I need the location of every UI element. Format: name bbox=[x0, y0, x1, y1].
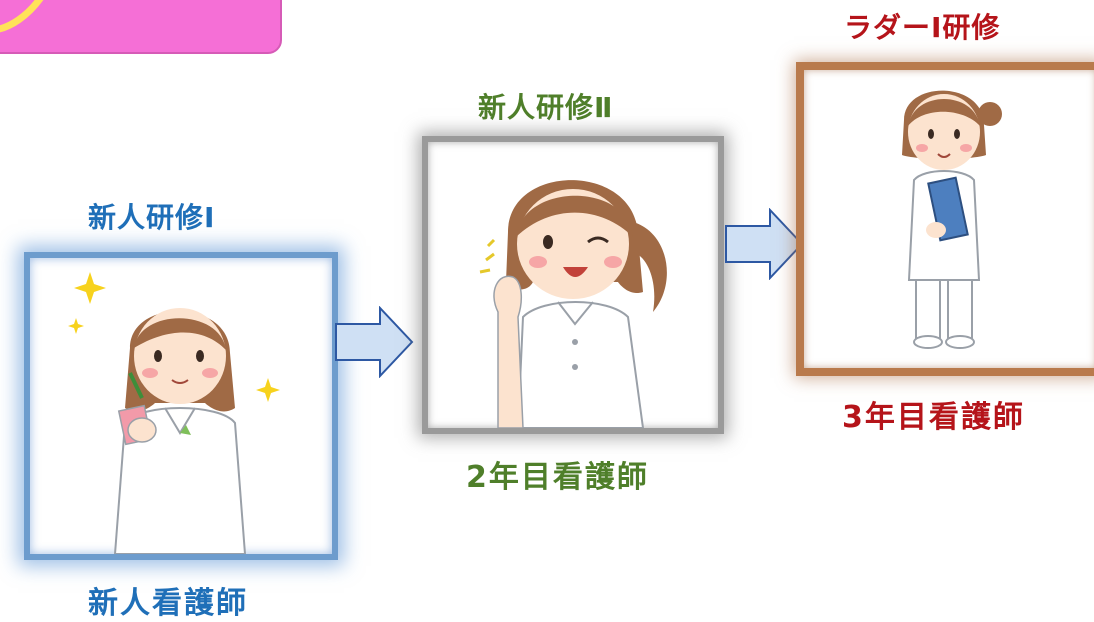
nurse-image-2 bbox=[428, 142, 718, 428]
training-label-3: ラダーⅠ研修 bbox=[844, 11, 1001, 44]
training-label-1: 新人研修Ⅰ bbox=[88, 201, 216, 234]
training-label-2: 新人研修Ⅱ bbox=[478, 91, 614, 124]
role-label-1: 新人看護師 bbox=[88, 586, 248, 621]
swoosh-decoration bbox=[0, 0, 44, 33]
role-label-3: 3年目看護師 bbox=[842, 400, 1025, 435]
header-banner bbox=[0, 0, 282, 54]
nurse-taking-notes-illustration bbox=[68, 272, 280, 554]
arrow-right-icon bbox=[335, 306, 414, 378]
nurse-image-3 bbox=[804, 70, 1094, 368]
nurse-ok-sign-illustration bbox=[479, 180, 667, 428]
nurse-image-1 bbox=[30, 258, 332, 554]
arrow-right-icon bbox=[725, 208, 804, 280]
nurse-holding-clipboard-illustration bbox=[902, 90, 1002, 349]
role-label-2: 2年目看護師 bbox=[466, 460, 649, 495]
